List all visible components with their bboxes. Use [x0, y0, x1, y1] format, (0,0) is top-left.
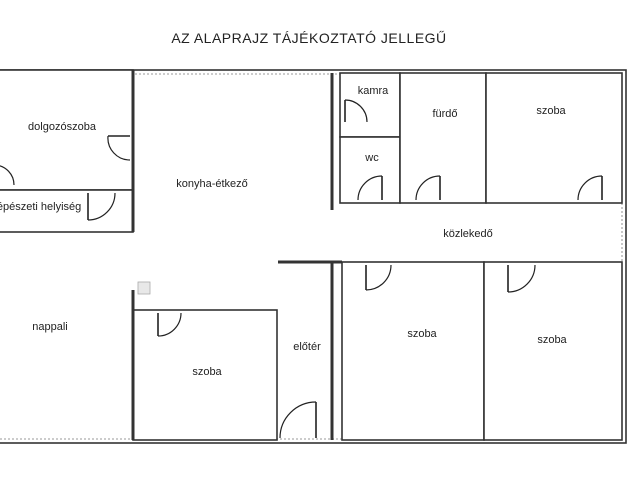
- plan-title: AZ ALAPRAJZ TÁJÉKOZTATÓ JELLEGŰ: [171, 30, 447, 46]
- room-label-kamra: kamra: [357, 85, 389, 97]
- room-label-dolgozoszoba: dolgozószoba: [28, 121, 96, 133]
- wall-szoba-mid: [341, 261, 485, 441]
- room-label-szoba-top-right: szoba: [536, 105, 566, 117]
- door-wc: [357, 175, 383, 201]
- outer-wall-inner: [0, 73, 623, 440]
- wall-gepeszeti: [0, 189, 134, 233]
- room-label-szoba-right: szoba: [537, 334, 567, 346]
- wall-wc: [339, 136, 401, 204]
- door-dolgozoszoba: [107, 135, 131, 161]
- wall-dolgozoszoba: [0, 69, 134, 191]
- door-kamra: [344, 99, 368, 123]
- room-label-szoba-mid: szoba: [407, 328, 437, 340]
- wall-szoba-small: [132, 309, 278, 441]
- door-entrance: [279, 401, 317, 439]
- column-block: [137, 281, 151, 295]
- wall-kamra: [339, 72, 401, 138]
- room-label-szoba-small: szoba: [192, 366, 222, 378]
- wall-szoba-top-right: [485, 72, 623, 204]
- room-label-eloter: előtér: [293, 341, 321, 353]
- door-szoba-mid: [365, 264, 392, 291]
- wall-furdo: [399, 72, 487, 204]
- room-label-nappali: nappali: [32, 321, 68, 333]
- door-left-edge: [0, 165, 15, 186]
- room-label-gepeszeti: gépészeti helyiség: [0, 201, 82, 213]
- door-furdo: [415, 175, 441, 201]
- door-szoba-right: [507, 264, 536, 293]
- door-gepeszeti: [87, 192, 116, 221]
- room-label-kozlekedo: közlekedő: [443, 228, 493, 240]
- room-label-konyha: konyha-étkező: [176, 178, 248, 190]
- room-label-wc: wc: [365, 152, 379, 164]
- door-szoba-top-right: [577, 175, 603, 201]
- door-szoba-small: [157, 312, 182, 337]
- wall-szoba-right: [483, 261, 623, 441]
- room-label-furdo: fürdő: [432, 108, 458, 120]
